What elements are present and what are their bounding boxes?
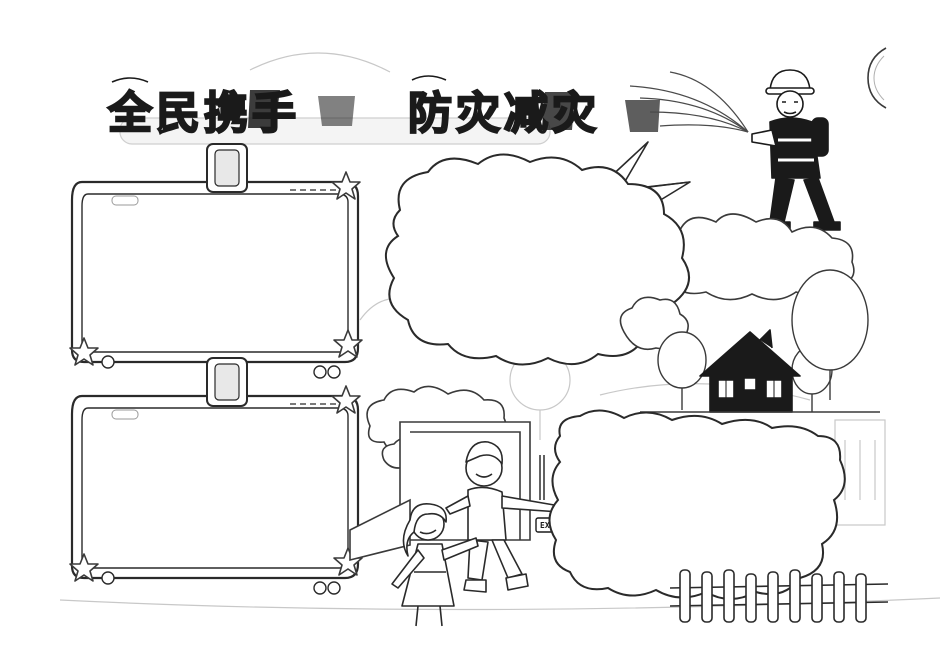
boy-figure <box>445 441 561 593</box>
house-icon <box>640 329 880 413</box>
water-spray <box>629 71 749 133</box>
firefighter-cloud <box>658 213 855 301</box>
notice-frame-bottom <box>70 357 360 595</box>
trees <box>657 269 869 412</box>
sun-icon <box>867 47 887 109</box>
poster-title: 全民携手 防灾减灾 <box>106 75 660 145</box>
fence <box>669 569 889 623</box>
cloud-text-area-bottom <box>548 409 846 600</box>
notice-frame-top <box>70 143 360 379</box>
girl-figure <box>391 503 479 627</box>
firefighter-icon <box>751 69 841 231</box>
